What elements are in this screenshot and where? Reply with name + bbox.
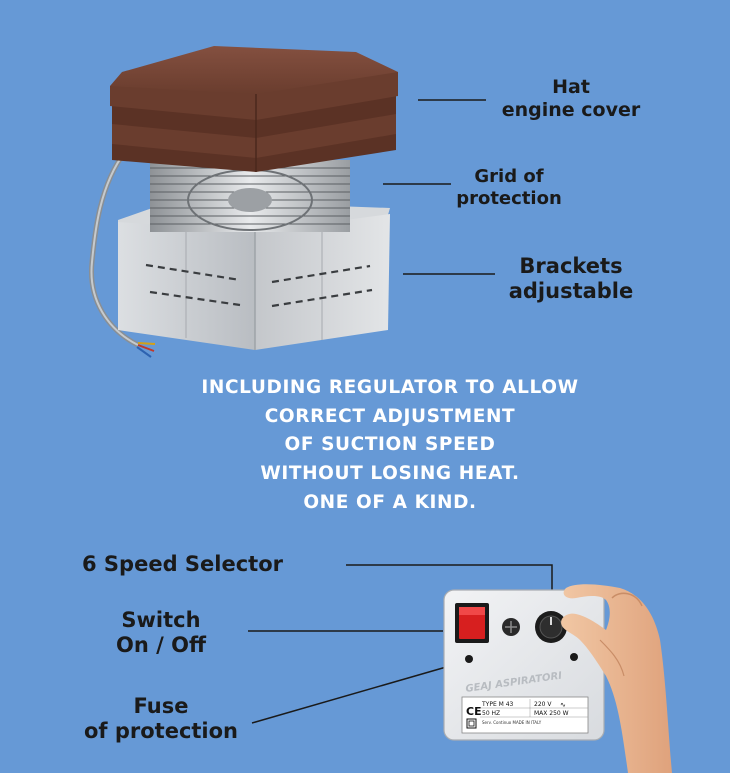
ac-symbol: ∿ (560, 701, 566, 709)
description-line-3: OF SUCTION SPEED (284, 434, 496, 456)
fuse-leader (251, 660, 468, 724)
speed-regulator: GEAJ ASPIRATORI CE TYPE M 43 220 V ∿ 50 … (443, 589, 605, 741)
switch-callout-line-2: On / Off (116, 633, 206, 658)
hat-callout-line-1: Hat (552, 76, 590, 98)
speed-selector-callout: 6 Speed Selector (82, 552, 283, 576)
voltage-text: 220 V (534, 701, 552, 708)
switch-callout: Switch On / Off (86, 608, 236, 658)
origin-text: Serv. Continuo MADE IN ITALY (482, 720, 542, 725)
fuse-callout-line-2: of protection (83, 719, 239, 744)
description-line-1: INCLUDING REGULATOR TO ALLOW (201, 377, 579, 398)
speed-knob (535, 611, 567, 643)
description-line-2: CORRECT ADJUSTMENT (264, 405, 516, 427)
grid-callout-line-1: Grid of (474, 166, 544, 187)
type-text: TYPE M 43 (481, 701, 514, 708)
grid-callout: Grid of protection (436, 166, 582, 209)
fuse-callout: Fuse of protection (66, 694, 256, 744)
brackets-callout-line-2: adjustable (508, 279, 634, 304)
speed-leader (346, 564, 553, 596)
brackets-callout: Brackets adjustable (490, 254, 652, 304)
max-power-text: MAX 250 W (534, 710, 569, 717)
hand (561, 584, 672, 773)
protection-grid (150, 160, 350, 232)
power-cable (88, 150, 156, 358)
hat-engine-cover (110, 46, 398, 172)
regulator-description: INCLUDING REGULATOR TO ALLOW CORRECT ADJ… (120, 374, 660, 517)
grid-callout-line-2: protection (456, 187, 562, 209)
frequency-text: 50 HZ (482, 710, 500, 717)
fuse-callout-line-1: Fuse (133, 694, 189, 718)
ce-mark: CE (466, 705, 482, 718)
description-line-4: WITHOUT LOSING HEAT. (260, 463, 520, 485)
hat-callout-line-2: engine cover (501, 98, 641, 121)
brackets-callout-line-1: Brackets (519, 254, 623, 278)
hat-callout: Hat engine cover (486, 76, 656, 122)
on-off-switch (455, 603, 489, 643)
switch-callout-line-1: Switch (121, 608, 201, 632)
fuse-holder (502, 618, 520, 636)
description-line-5: ONE OF A KIND. (303, 491, 477, 513)
